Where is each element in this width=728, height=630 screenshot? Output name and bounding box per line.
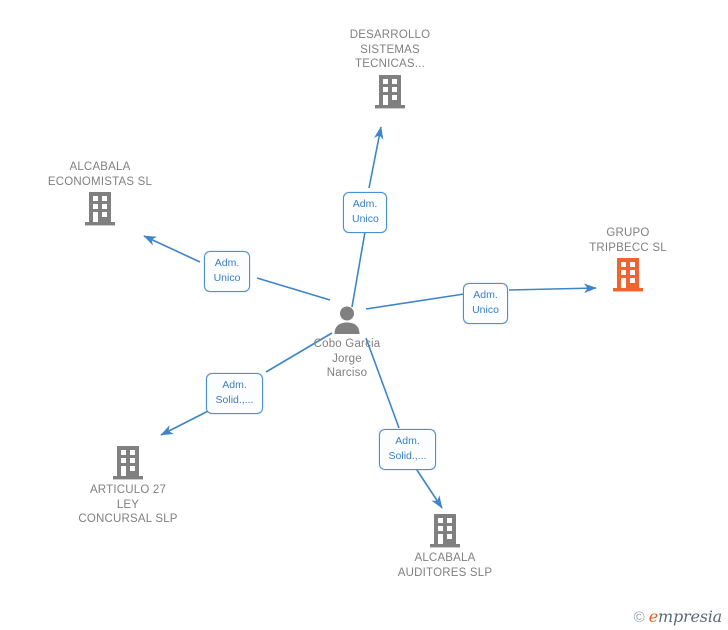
node-articulo-27-ley-concursal-slp[interactable]: ARTICULO 27 LEY CONCURSAL SLP xyxy=(58,446,198,527)
node-label: ALCABALA ECONOMISTAS SL xyxy=(47,161,153,188)
edge-label-alcabala-economistas[interactable]: Adm. Unico xyxy=(204,251,250,292)
node-alcabala-economistas-sl[interactable]: ALCABALA ECONOMISTAS SL xyxy=(30,160,170,226)
node-grupo-tripbecc-sl[interactable]: GRUPO TRIPBECC SL xyxy=(558,226,698,292)
node-person-center[interactable]: Cobo Garcia Jorge Narciso xyxy=(277,306,417,381)
copyright-icon: © xyxy=(633,608,645,626)
watermark: © empresia xyxy=(633,608,723,626)
node-desarrollo-sistemas-tecnicas[interactable]: DESARROLLO SISTEMAS TECNICAS... xyxy=(320,28,460,109)
edge-label-articulo-27[interactable]: Adm. Solid.,... xyxy=(206,373,263,414)
edge-label-alcabala-auditores[interactable]: Adm. Solid.,... xyxy=(379,429,436,470)
node-label: DESARROLLO SISTEMAS TECNICAS... xyxy=(349,29,431,70)
node-label: GRUPO TRIPBECC SL xyxy=(589,227,667,254)
node-label: ARTICULO 27 LEY CONCURSAL SLP xyxy=(78,484,178,525)
node-alcabala-auditores-slp[interactable]: ALCABALA AUDITORES SLP xyxy=(375,514,515,580)
brand-name: empresia xyxy=(649,609,722,625)
node-label: ALCABALA AUDITORES SLP xyxy=(397,552,493,579)
node-label: Cobo Garcia Jorge Narciso xyxy=(313,338,381,379)
building-icon xyxy=(430,514,460,548)
building-icon xyxy=(113,446,143,480)
person-icon xyxy=(334,306,360,334)
building-icon xyxy=(375,74,405,108)
edge-label-desarrollo[interactable]: Adm. Unico xyxy=(343,192,387,233)
building-icon xyxy=(613,258,643,292)
edge-label-grupo-tripbecc[interactable]: Adm. Unico xyxy=(463,283,508,324)
brand-rest: mpresia xyxy=(658,607,722,626)
brand-initial: e xyxy=(648,607,658,626)
building-icon xyxy=(85,192,115,226)
